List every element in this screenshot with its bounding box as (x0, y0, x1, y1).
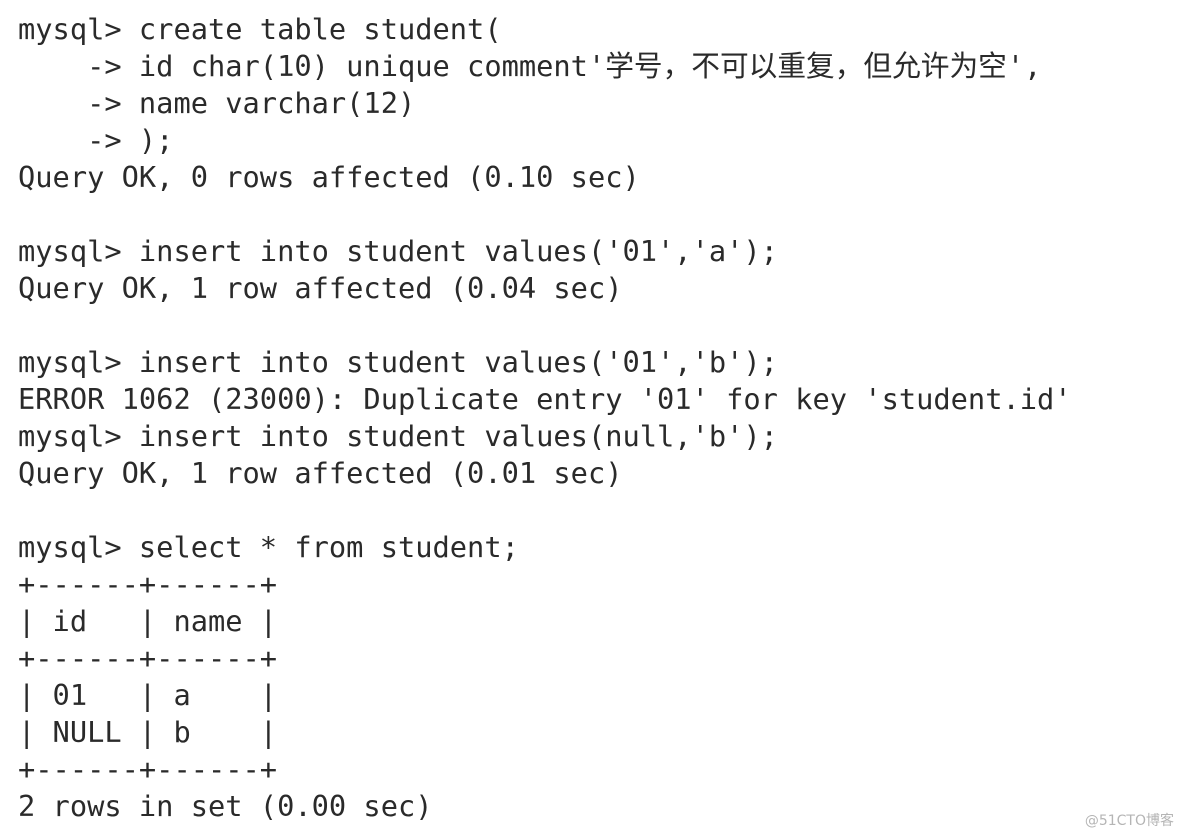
output-line: +------+------+ (18, 567, 278, 601)
command-line: mysql> create table student( (18, 12, 502, 46)
watermark: @51CTO博客 (1084, 813, 1174, 829)
output-line: 2 rows in set (0.00 sec) (18, 789, 433, 823)
output-line: Query OK, 0 rows affected (0.10 sec) (18, 160, 640, 194)
output-line: Query OK, 1 row affected (0.01 sec) (18, 456, 623, 490)
output-line: -> name varchar(12) (18, 86, 416, 120)
output-line (18, 307, 1072, 344)
output-line: -> ); (18, 123, 174, 157)
output-line: | id | name | (18, 604, 278, 638)
error-line: ERROR 1062 (23000): Duplicate entry '01'… (18, 382, 1072, 416)
command-line: mysql> insert into student values(null,'… (18, 419, 778, 453)
output-line: -> id char(10) unique comment'学号，不可以重复，但… (18, 49, 1042, 83)
command-line: mysql> insert into student values('01','… (18, 345, 778, 379)
command-line: mysql> select * from student; (18, 530, 519, 564)
output-line: | NULL | b | (18, 715, 278, 749)
output-line: Query OK, 1 row affected (0.04 sec) (18, 271, 623, 305)
output-line (18, 196, 1072, 233)
terminal-output: mysql> create table student( -> id char(… (18, 11, 1072, 825)
output-line: | 01 | a | (18, 678, 278, 712)
output-line: +------+------+ (18, 641, 278, 675)
output-line: +------+------+ (18, 752, 278, 786)
output-line (18, 492, 1072, 529)
command-line: mysql> insert into student values('01','… (18, 234, 778, 268)
